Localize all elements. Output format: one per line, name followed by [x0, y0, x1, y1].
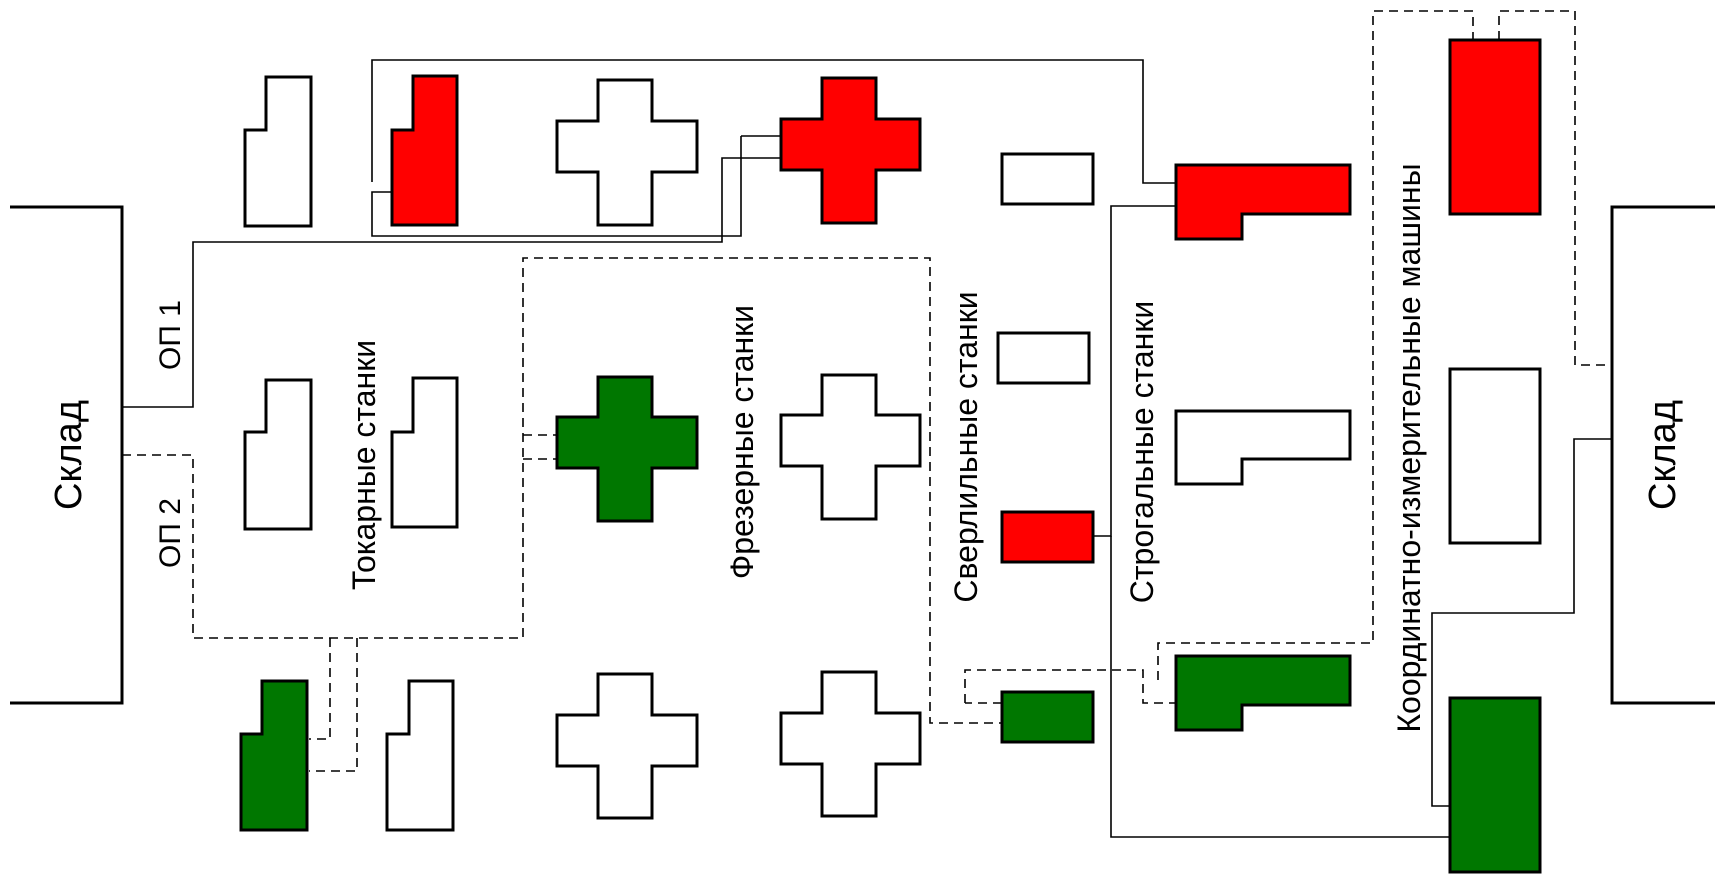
- milling-machine-4: [779, 373, 922, 521]
- lathe-machine-1: [243, 75, 313, 228]
- milling-group-label: Фрезерные станки: [724, 305, 760, 579]
- milling-machine-1: [555, 78, 699, 227]
- warehouse-right-label: Склад: [1642, 400, 1684, 510]
- cmm-machine-1: [1448, 38, 1542, 216]
- lathe-machine-5: [239, 679, 309, 832]
- drilling-group-label: Сверлильные станки: [948, 291, 984, 602]
- route-op2: [122, 10, 1612, 772]
- drilling-machine-1: [1000, 152, 1095, 206]
- drilling-machine-2: [996, 331, 1091, 385]
- op2-label: ОП 2: [154, 498, 187, 568]
- lathe-machine-2: [390, 74, 459, 227]
- cmm-machine-3: [1448, 696, 1542, 874]
- warehouse-right: [1610, 205, 1715, 705]
- lathe-machine-3: [243, 378, 313, 531]
- planing-group-label: Строгальные станки: [1124, 301, 1160, 603]
- lathe-machine-4: [390, 376, 459, 529]
- cmm-group-label: Координатно-измерительные машины: [1391, 163, 1427, 732]
- drilling-machine-3: [1000, 510, 1095, 564]
- milling-machine-3: [555, 375, 699, 523]
- lathe-machine-6: [385, 679, 455, 832]
- planing-machine-2: [1174, 409, 1352, 486]
- drilling-machine-4: [1000, 690, 1095, 744]
- lathes-group-label: Токарные станки: [346, 340, 382, 590]
- milling-machine-6: [779, 670, 922, 818]
- milling-machine-5: [555, 672, 699, 820]
- planing-machine-3: [1174, 654, 1352, 732]
- planing-machine-1: [1174, 163, 1352, 241]
- cmm-machine-2: [1448, 367, 1542, 545]
- warehouse-left-label: Склад: [48, 400, 90, 510]
- route-op1: [122, 59, 1612, 838]
- milling-machine-2: [779, 76, 922, 225]
- op1-label: ОП 1: [154, 300, 187, 370]
